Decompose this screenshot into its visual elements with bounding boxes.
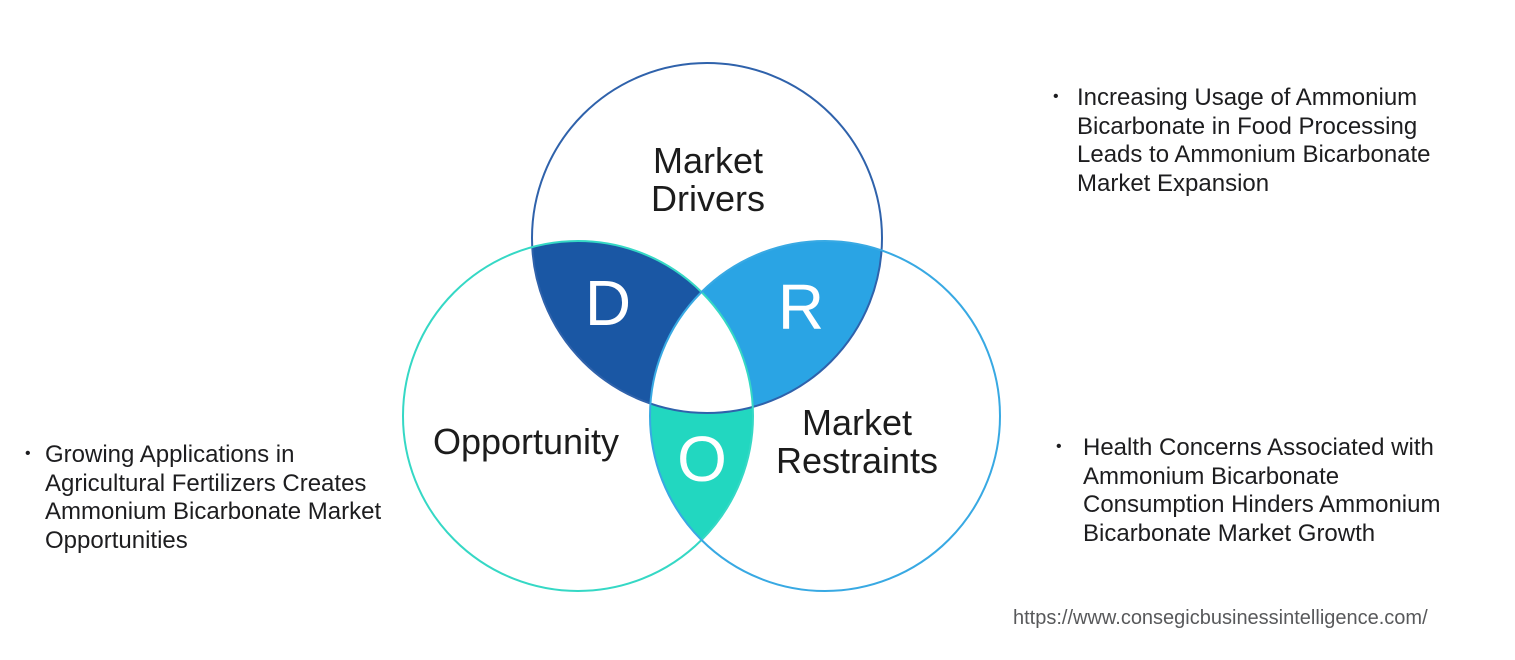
bullet-text-opportunity: Growing Applications in Agricultural Fer… (45, 441, 382, 554)
label-opportunity: Opportunity (432, 421, 620, 462)
opportunity-circle-outline (402, 240, 754, 592)
bullet-text-drivers: Increasing Usage of Ammonium Bicarbonate… (1077, 84, 1431, 197)
drivers-opportunity-overlap-region (532, 241, 753, 413)
drivers-circle-outline (531, 62, 883, 414)
drivers-restraints-overlap-region (650, 241, 882, 413)
letter-o: O (677, 423, 727, 495)
bullet-marker: • (1053, 88, 1059, 105)
bullet-text-restraints: Health Concerns Associated with Ammonium… (1083, 434, 1441, 547)
restraints-circle-outline (649, 240, 1001, 592)
bullet-marker: • (1056, 438, 1062, 455)
bullet-item-opportunity: • Growing Applications in Agricultural F… (25, 441, 445, 555)
letter-r: R (777, 271, 825, 343)
bullet-marker: • (25, 445, 31, 462)
bullet-item-drivers: • Increasing Usage of Ammonium Bicarbona… (1053, 84, 1473, 198)
label-market-drivers: Market Drivers (651, 140, 765, 219)
label-market-restraints: Market Restraints (775, 402, 939, 481)
bullet-item-restraints: • Health Concerns Associated with Ammoni… (1056, 434, 1486, 548)
source-url: https://www.consegicbusinessintelligence… (1013, 607, 1428, 629)
letter-d: D (584, 267, 632, 339)
